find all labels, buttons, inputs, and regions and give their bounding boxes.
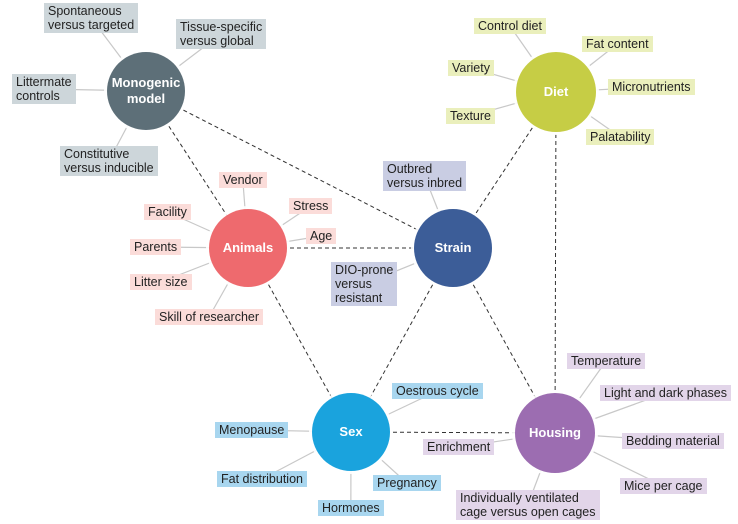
factor-monogenic: Spontaneous versus targeted — [44, 3, 139, 33]
hub-sex: Sex — [312, 393, 390, 471]
factor-strain: DIO-prone versus resistant — [331, 262, 398, 306]
factor-housing: Light and dark phases — [600, 385, 732, 401]
factor-animals: Age — [306, 228, 337, 244]
hub-housing: Housing — [515, 393, 595, 473]
factor-animals: Skill of researcher — [155, 309, 264, 325]
factor-animals: Vendor — [219, 172, 267, 188]
factor-animals: Facility — [144, 204, 191, 220]
factor-diet: Fat content — [582, 36, 653, 52]
hub-strain: Strain — [414, 209, 492, 287]
factor-housing: Individually ventilated cage versus open… — [456, 490, 600, 520]
dashed-connection — [145, 90, 454, 249]
factor-housing: Mice per cage — [620, 478, 707, 494]
hub-diet: Diet — [516, 52, 596, 132]
factor-monogenic: Tissue-specific versus global — [176, 19, 267, 49]
hub-animals: Animals — [209, 209, 287, 287]
factor-housing: Bedding material — [622, 433, 724, 449]
factor-animals: Parents — [130, 239, 182, 255]
factor-diet: Control diet — [474, 18, 546, 34]
factor-housing: Temperature — [567, 353, 646, 369]
factor-sex: Pregnancy — [373, 475, 441, 491]
factor-monogenic: Littermate controls — [12, 74, 76, 104]
factor-sex: Fat distribution — [217, 471, 307, 487]
factor-sex: Menopause — [215, 422, 289, 438]
factor-sex: Oestrous cycle — [392, 383, 483, 399]
factor-monogenic: Constitutive versus inducible — [60, 146, 158, 176]
hub-monogenic-model: Monogenic model — [107, 52, 185, 130]
factor-housing: Enrichment — [423, 439, 495, 455]
factor-diet: Palatability — [586, 129, 655, 145]
factor-animals: Litter size — [130, 274, 192, 290]
dashed-connection — [554, 91, 557, 434]
factor-strain: Outbred versus inbred — [383, 161, 467, 191]
factor-sex: Hormones — [318, 500, 384, 516]
factor-animals: Stress — [289, 198, 333, 214]
factor-diet: Variety — [448, 60, 494, 76]
factor-diet: Texture — [446, 108, 495, 124]
factor-diet: Micronutrients — [608, 79, 695, 95]
